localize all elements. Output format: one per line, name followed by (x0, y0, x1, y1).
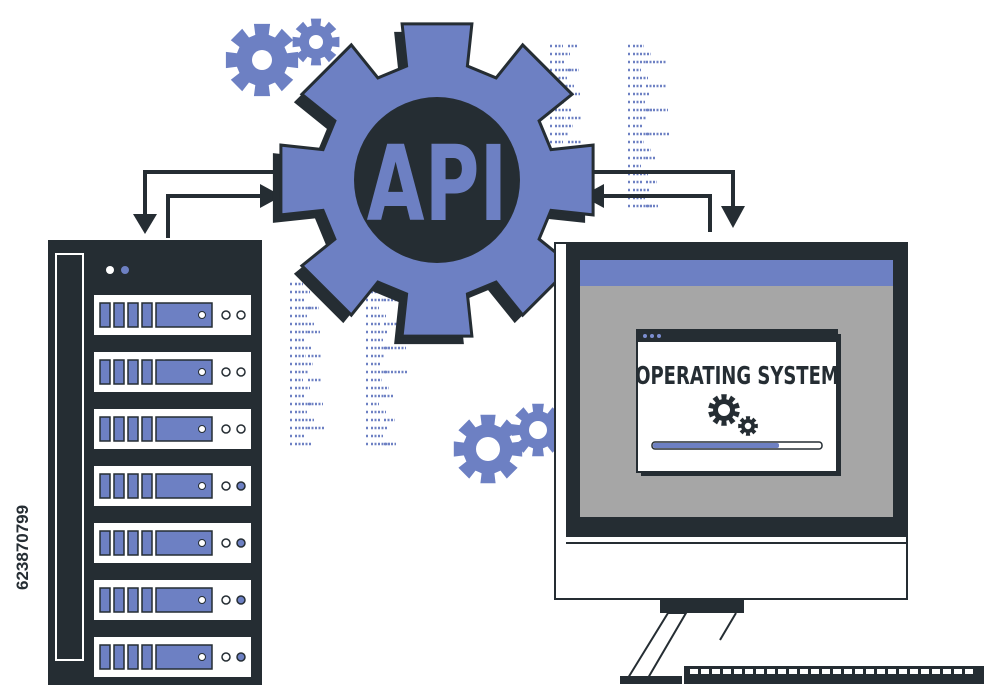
window-control-icon (643, 334, 647, 338)
loading-gears-icon (708, 394, 758, 436)
server-rack (48, 240, 262, 685)
window-control-icon (650, 334, 654, 338)
small-gear-icon (225, 23, 299, 97)
arrow-connector-right (575, 170, 735, 232)
server-unit (94, 409, 251, 449)
status-light-icon (121, 266, 129, 274)
arrow-head-icon (260, 184, 282, 208)
medium-gear-icon (511, 403, 565, 457)
server-unit (94, 295, 251, 335)
arrow-head-icon (133, 214, 157, 234)
status-light-icon (106, 266, 114, 274)
arrow-head-icon (721, 206, 745, 228)
server-unit (94, 352, 251, 392)
stock-id: 623870799 (13, 505, 32, 590)
window-control-icon (657, 334, 661, 338)
server-unit (94, 466, 251, 506)
small-gear-icon (292, 18, 340, 66)
arrow-connector-left (143, 170, 290, 238)
api-gear-icon: API (272, 22, 595, 345)
server-unit (94, 523, 251, 563)
server-unit (94, 637, 251, 677)
os-window: OPERATING SYSTEM (635, 329, 841, 476)
os-title: OPERATING SYSTEM (635, 362, 839, 391)
progress-bar (651, 441, 823, 450)
medium-gear-icon (453, 414, 523, 484)
api-label: API (367, 125, 508, 246)
server-unit (94, 580, 251, 620)
